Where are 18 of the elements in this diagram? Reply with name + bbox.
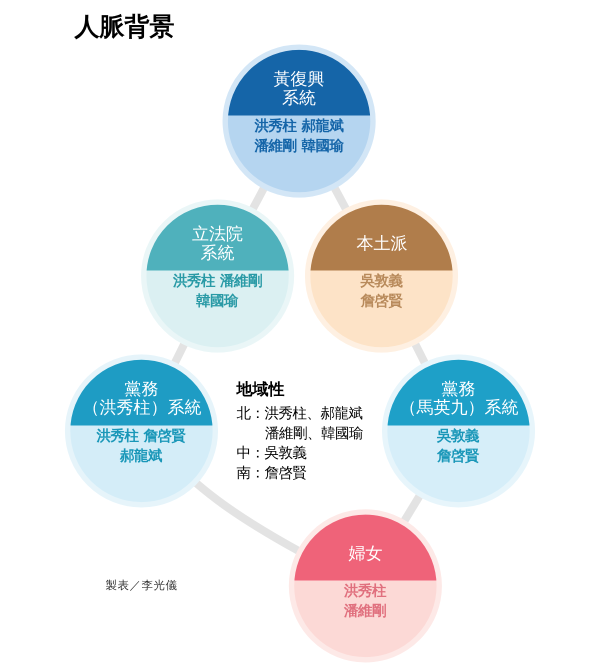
label: 製表／李光儀 <box>105 578 178 592</box>
connector <box>330 184 350 213</box>
label: 北：洪秀柱、郝龍斌潘維剛、韓國瑜 <box>236 406 364 442</box>
connector <box>410 340 430 366</box>
node-circle: 黃復興系統 洪秀柱 郝龍斌 潘維剛 韓國瑜 <box>222 44 376 198</box>
node-circle: 黨務（洪秀柱）系統 洪秀柱 詹啓賢 郝龍斌 <box>64 354 218 508</box>
connector <box>170 340 188 366</box>
label: 中：吳敦義 <box>236 446 306 462</box>
node-circle: 本土派 吳敦義 詹啓賢 <box>304 199 458 353</box>
node-circle: 黨務（馬英九）系統 吳敦義 詹啓賢 <box>382 354 536 508</box>
diagram-title: 人脈背景 <box>74 12 175 41</box>
node-circle: 立法院系統 洪秀柱 潘維剛 韓國瑜 <box>141 199 294 353</box>
connector <box>400 492 424 524</box>
label: 南：詹啓賢 <box>236 465 306 482</box>
node-circle: 婦女 洪秀柱 潘維剛 <box>288 509 442 662</box>
label: 地域性 <box>236 380 284 399</box>
connector <box>248 185 268 212</box>
connector <box>192 479 302 556</box>
